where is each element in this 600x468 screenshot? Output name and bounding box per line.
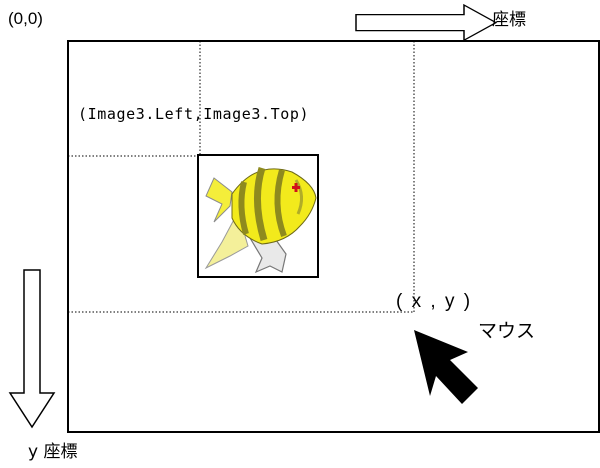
- origin-label: (0,0): [8, 9, 43, 28]
- form-frame: [67, 40, 600, 433]
- image-position-label: (Image3.Left,Image3.Top): [78, 105, 310, 123]
- x-axis-label: 座標: [492, 10, 526, 30]
- mouse-cursor-icon: [414, 330, 478, 404]
- image3-box: [197, 154, 319, 278]
- mouse-label: マウス: [478, 320, 536, 342]
- y-axis-label: y 座標: [28, 442, 78, 462]
- mouse-point-label: ( x , y ): [396, 291, 473, 312]
- arrow-down-icon: [8, 269, 56, 429]
- arrow-right-icon: [355, 3, 498, 42]
- angelfish-icon: [204, 166, 317, 274]
